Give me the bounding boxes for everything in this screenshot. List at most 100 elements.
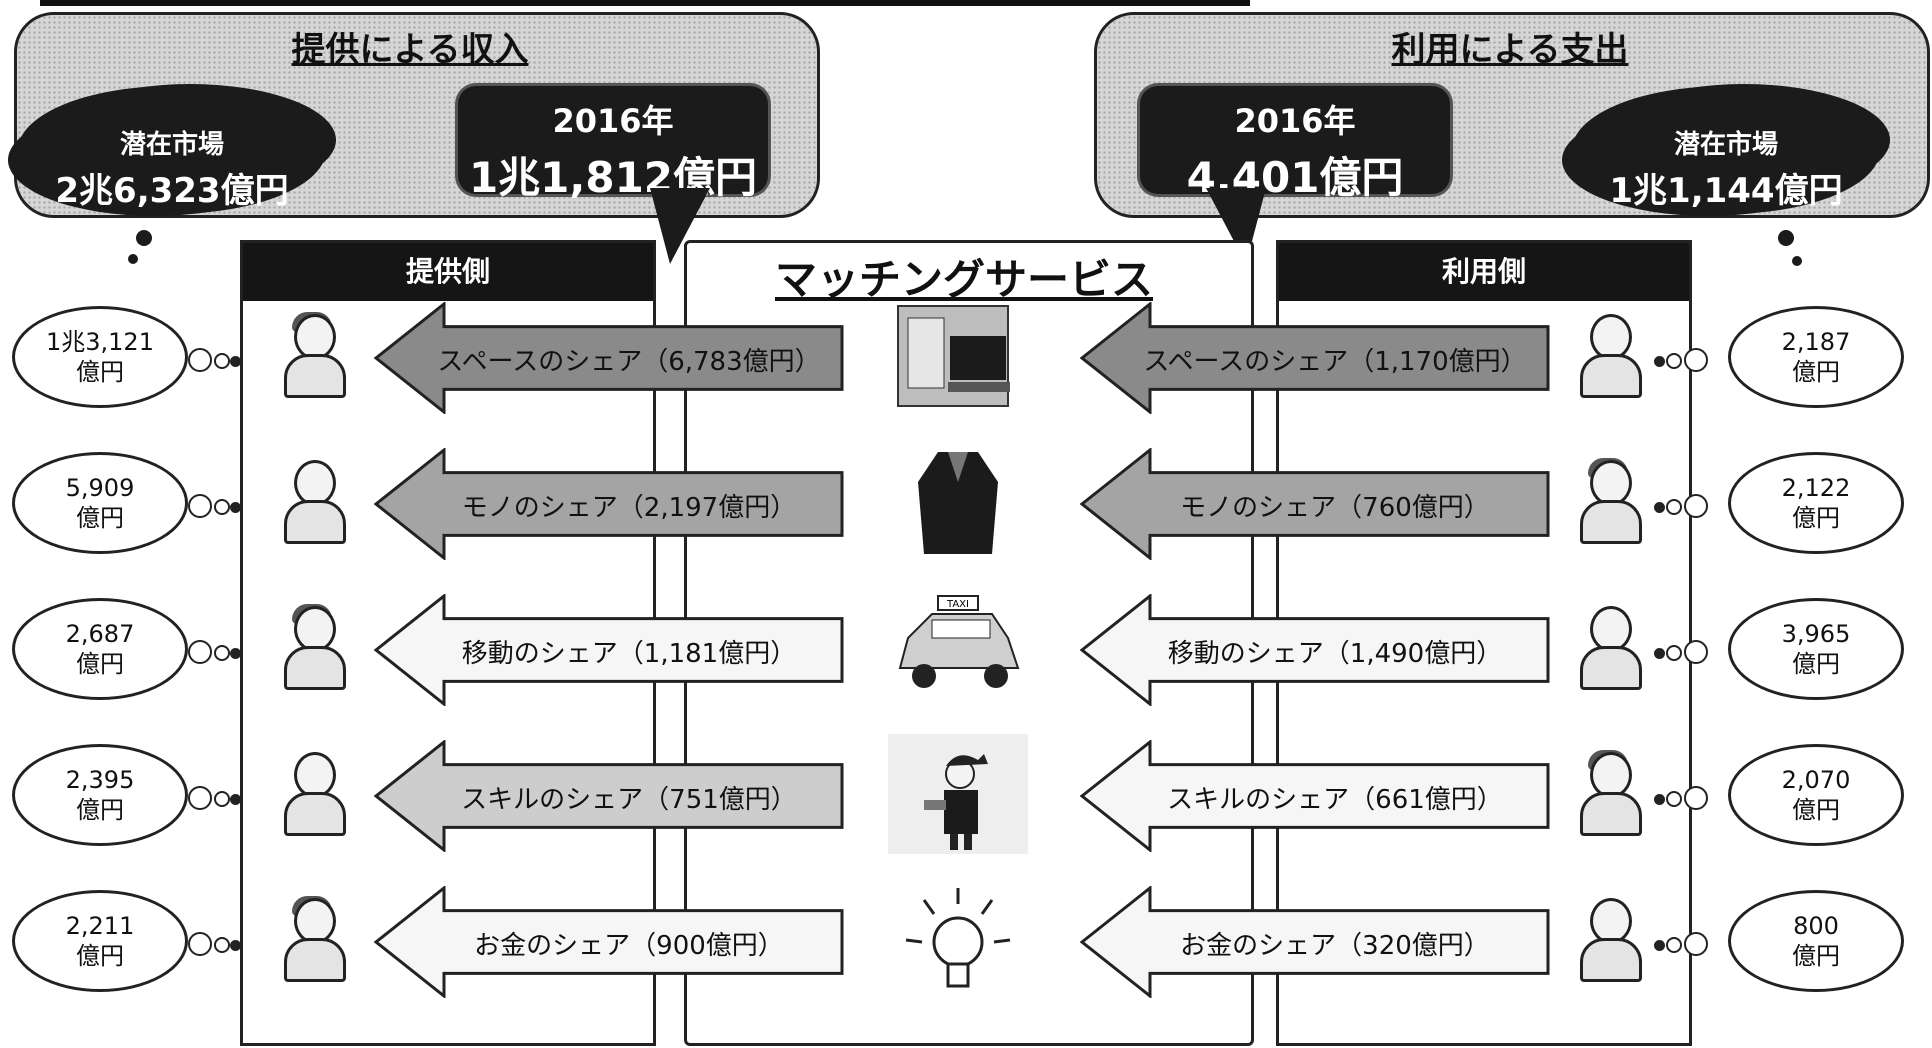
provider-arrow-shape xyxy=(374,302,844,414)
thought-bubble xyxy=(1654,356,1665,367)
provider-arrow-shape xyxy=(374,594,844,706)
provider-person-icon-body xyxy=(284,500,346,544)
expense-callout-amount: 4,401億円 xyxy=(1186,153,1404,202)
potential-market-amount-left: 2兆6,323億円 xyxy=(55,171,289,211)
user-arrow-shape xyxy=(1080,302,1550,414)
thought-bubble xyxy=(214,499,230,515)
left-market-unit: 億円 xyxy=(76,650,124,678)
provider-person-icon xyxy=(282,752,346,836)
provider-person-icon xyxy=(282,312,346,398)
thought-bubble xyxy=(1654,940,1665,951)
left-market-value: 1兆3,121 xyxy=(46,328,154,356)
thought-bubble xyxy=(1684,494,1708,518)
svg-text:TAXI: TAXI xyxy=(946,599,969,610)
right-market-unit: 億円 xyxy=(1792,358,1840,386)
user-arrow-shape xyxy=(1080,740,1550,852)
potential-market-cloud-right: 潜在市場 1兆1,144億円 xyxy=(1576,90,1876,211)
thought-bubble xyxy=(188,348,212,372)
provider-arrow-shape xyxy=(374,886,844,998)
user-person-icon xyxy=(1578,750,1642,836)
right-market-unit: 億円 xyxy=(1792,942,1840,970)
right-market-value: 2,122 xyxy=(1781,474,1851,502)
user-arrow-shape xyxy=(1080,886,1550,998)
user-person-icon-body xyxy=(1580,792,1642,836)
thought-bubble xyxy=(188,786,212,810)
provider-arrow-label: モノのシェア（2,197億円） xyxy=(461,493,797,523)
provider-arrow: お金のシェア（900億円） xyxy=(374,886,844,998)
thought-bubble xyxy=(1654,502,1665,513)
provider-arrow: モノのシェア（2,197億円） xyxy=(374,448,844,560)
user-arrow-label: モノのシェア（760億円） xyxy=(1180,493,1490,523)
user-arrow: 移動のシェア（1,490億円） xyxy=(1080,594,1550,706)
revenue-callout-year: 2016年 xyxy=(552,102,674,140)
thought-bubble xyxy=(230,502,241,513)
taxi-icon: TAXI xyxy=(898,595,1020,688)
user-person-icon-body xyxy=(1580,938,1642,982)
user-arrow: モノのシェア（760億円） xyxy=(1080,448,1550,560)
user-person-icon-body xyxy=(1580,646,1642,690)
revenue-callout-amount: 1兆1,812億円 xyxy=(468,153,758,202)
provider-header: 提供側 xyxy=(243,243,653,301)
worker-icon xyxy=(888,734,1028,854)
revenue-callout: 2016年 1兆1,812億円 xyxy=(458,86,768,202)
right-market-unit: 億円 xyxy=(1792,504,1840,532)
user-arrow-shape xyxy=(1080,594,1550,706)
user-person-icon-head xyxy=(1590,460,1632,506)
user-person-icon xyxy=(1578,314,1642,398)
right-market-value: 2,070 xyxy=(1781,766,1851,794)
thought-bubble xyxy=(1666,645,1682,661)
right-market-value: 800 xyxy=(1793,912,1839,940)
right-market-value: 3,965 xyxy=(1781,620,1851,648)
thought-bubble xyxy=(188,640,212,664)
coat-icon xyxy=(918,452,998,554)
thought-bubble xyxy=(230,356,241,367)
provider-arrow-label: お金のシェア（900億円） xyxy=(474,931,784,961)
thought-bubble xyxy=(1654,648,1665,659)
provider-person-icon-body xyxy=(284,354,346,398)
thought-bubble xyxy=(1666,499,1682,515)
provider-arrow-label: 移動のシェア（1,181億円） xyxy=(461,639,797,669)
user-arrow: スペースのシェア（1,170億円） xyxy=(1080,302,1550,414)
thought-dot xyxy=(136,230,152,246)
matching-service-title: マッチングサービス xyxy=(774,255,1153,304)
user-arrow-label: 移動のシェア（1,490億円） xyxy=(1167,639,1503,669)
left-market-value: 2,211 xyxy=(65,912,135,940)
thought-bubble xyxy=(214,645,230,661)
right-market-unit: 億円 xyxy=(1792,796,1840,824)
user-arrow-label: お金のシェア（320億円） xyxy=(1180,931,1490,961)
user-arrow-label: スペースのシェア（1,170億円） xyxy=(1143,347,1527,377)
provider-person-icon-head xyxy=(294,314,336,360)
callout-tail xyxy=(650,188,710,264)
top-rule xyxy=(40,0,1250,6)
provider-arrow-shape xyxy=(374,448,844,560)
left-market-unit: 億円 xyxy=(76,796,124,824)
provider-arrow: スキルのシェア（751億円） xyxy=(374,740,844,852)
provider-person-icon-body xyxy=(284,938,346,982)
user-arrow: スキルのシェア（661億円） xyxy=(1080,740,1550,852)
user-person-icon-body xyxy=(1580,354,1642,398)
provider-arrow: 移動のシェア（1,181億円） xyxy=(374,594,844,706)
potential-market-label-left: 潜在市場 xyxy=(119,130,224,160)
potential-market-cloud-left: 潜在市場 2兆6,323億円 xyxy=(22,90,322,211)
right-market-value: 2,187 xyxy=(1781,328,1851,356)
provider-arrow-label: スキルのシェア（751億円） xyxy=(461,785,797,815)
potential-market-amount-right: 1兆1,144億円 xyxy=(1609,171,1843,211)
thought-bubble xyxy=(1654,794,1665,805)
user-person-icon xyxy=(1578,458,1642,544)
thought-dot xyxy=(128,254,138,264)
right-market-unit: 億円 xyxy=(1792,650,1840,678)
provider-arrow-label: スペースのシェア（6,783億円） xyxy=(437,347,821,377)
thought-bubble xyxy=(1666,353,1682,369)
user-person-icon-head xyxy=(1590,752,1632,798)
provider-person-icon xyxy=(282,896,346,982)
thought-bubble xyxy=(214,353,230,369)
provider-person-icon-body xyxy=(284,646,346,690)
